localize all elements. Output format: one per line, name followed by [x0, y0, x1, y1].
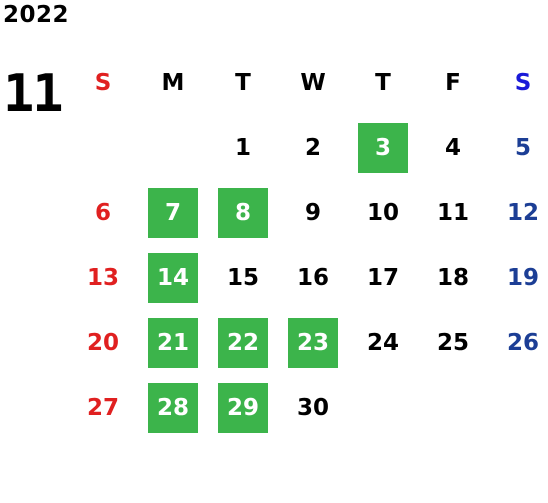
weekday-header-saturday: S — [514, 69, 532, 96]
highlighted-day-number: 23 — [288, 317, 338, 368]
empty-day-cell — [488, 375, 548, 440]
day-cell-saturday: 12 — [488, 180, 548, 245]
day-cell-saturday: 26 — [488, 310, 548, 375]
calendar-month: 11 — [3, 64, 64, 124]
day-cell-monday: 21 — [138, 310, 208, 375]
day-cell-friday: 25 — [418, 310, 488, 375]
day-cell-tuesday: 8 — [208, 180, 278, 245]
day-number: 15 — [226, 264, 259, 291]
day-cell-sunday: 13 — [68, 245, 138, 310]
highlighted-day-number: 28 — [148, 382, 198, 433]
highlighted-day-number: 3 — [358, 122, 408, 173]
highlighted-day-number: 14 — [148, 252, 198, 303]
day-number: 26 — [506, 329, 539, 356]
day-cell-saturday: 19 — [488, 245, 548, 310]
weekday-header-wednesday: W — [300, 69, 326, 96]
empty-day-cell — [418, 375, 488, 440]
highlighted-day-number: 29 — [218, 382, 268, 433]
day-number: 6 — [94, 199, 111, 226]
day-cell-friday: 18 — [418, 245, 488, 310]
day-cell-monday: 14 — [138, 245, 208, 310]
day-cell-saturday: 5 — [488, 115, 548, 180]
day-number: 30 — [296, 394, 329, 421]
day-number: 18 — [436, 264, 469, 291]
day-cell-wednesday: 23 — [278, 310, 348, 375]
day-cell-sunday: 27 — [68, 375, 138, 440]
weekday-header-tuesday: T — [235, 69, 251, 96]
day-number: 24 — [366, 329, 399, 356]
day-number: 2 — [304, 134, 321, 161]
weekday-header-monday: M — [161, 69, 185, 96]
day-number: 5 — [514, 134, 531, 161]
day-cell-sunday: 6 — [68, 180, 138, 245]
day-cell-thursday: 24 — [348, 310, 418, 375]
day-cell-tuesday: 1 — [208, 115, 278, 180]
day-cell-thursday: 10 — [348, 180, 418, 245]
highlighted-day-number: 22 — [218, 317, 268, 368]
day-cell-thursday: 17 — [348, 245, 418, 310]
day-number: 19 — [506, 264, 539, 291]
day-number: 25 — [436, 329, 469, 356]
weekday-header-sunday: S — [94, 69, 112, 96]
day-cell-monday: 28 — [138, 375, 208, 440]
day-number: 4 — [444, 134, 461, 161]
day-number: 20 — [86, 329, 119, 356]
day-cell-wednesday: 2 — [278, 115, 348, 180]
day-number: 17 — [366, 264, 399, 291]
day-number: 1 — [234, 134, 251, 161]
highlighted-day-number: 7 — [148, 187, 198, 238]
day-cell-wednesday: 30 — [278, 375, 348, 440]
day-number: 16 — [296, 264, 329, 291]
day-number: 11 — [436, 199, 469, 226]
day-cell-monday: 7 — [138, 180, 208, 245]
day-cell-thursday: 3 — [348, 115, 418, 180]
empty-day-cell — [138, 115, 208, 180]
empty-day-cell — [68, 115, 138, 180]
highlighted-day-number: 21 — [148, 317, 198, 368]
day-cell-tuesday: 29 — [208, 375, 278, 440]
day-number: 12 — [506, 199, 539, 226]
calendar-year: 2022 — [3, 2, 70, 28]
day-cell-sunday: 20 — [68, 310, 138, 375]
day-cell-wednesday: 16 — [278, 245, 348, 310]
day-cell-tuesday: 22 — [208, 310, 278, 375]
empty-day-cell — [348, 375, 418, 440]
day-cell-wednesday: 9 — [278, 180, 348, 245]
highlighted-day-number: 8 — [218, 187, 268, 238]
day-cell-friday: 11 — [418, 180, 488, 245]
day-number: 27 — [86, 394, 119, 421]
day-cell-tuesday: 15 — [208, 245, 278, 310]
day-number: 13 — [86, 264, 119, 291]
weekday-header-thursday: T — [375, 69, 391, 96]
day-cell-friday: 4 — [418, 115, 488, 180]
day-number: 10 — [366, 199, 399, 226]
day-number: 9 — [304, 199, 321, 226]
weekday-header-friday: F — [445, 69, 461, 96]
